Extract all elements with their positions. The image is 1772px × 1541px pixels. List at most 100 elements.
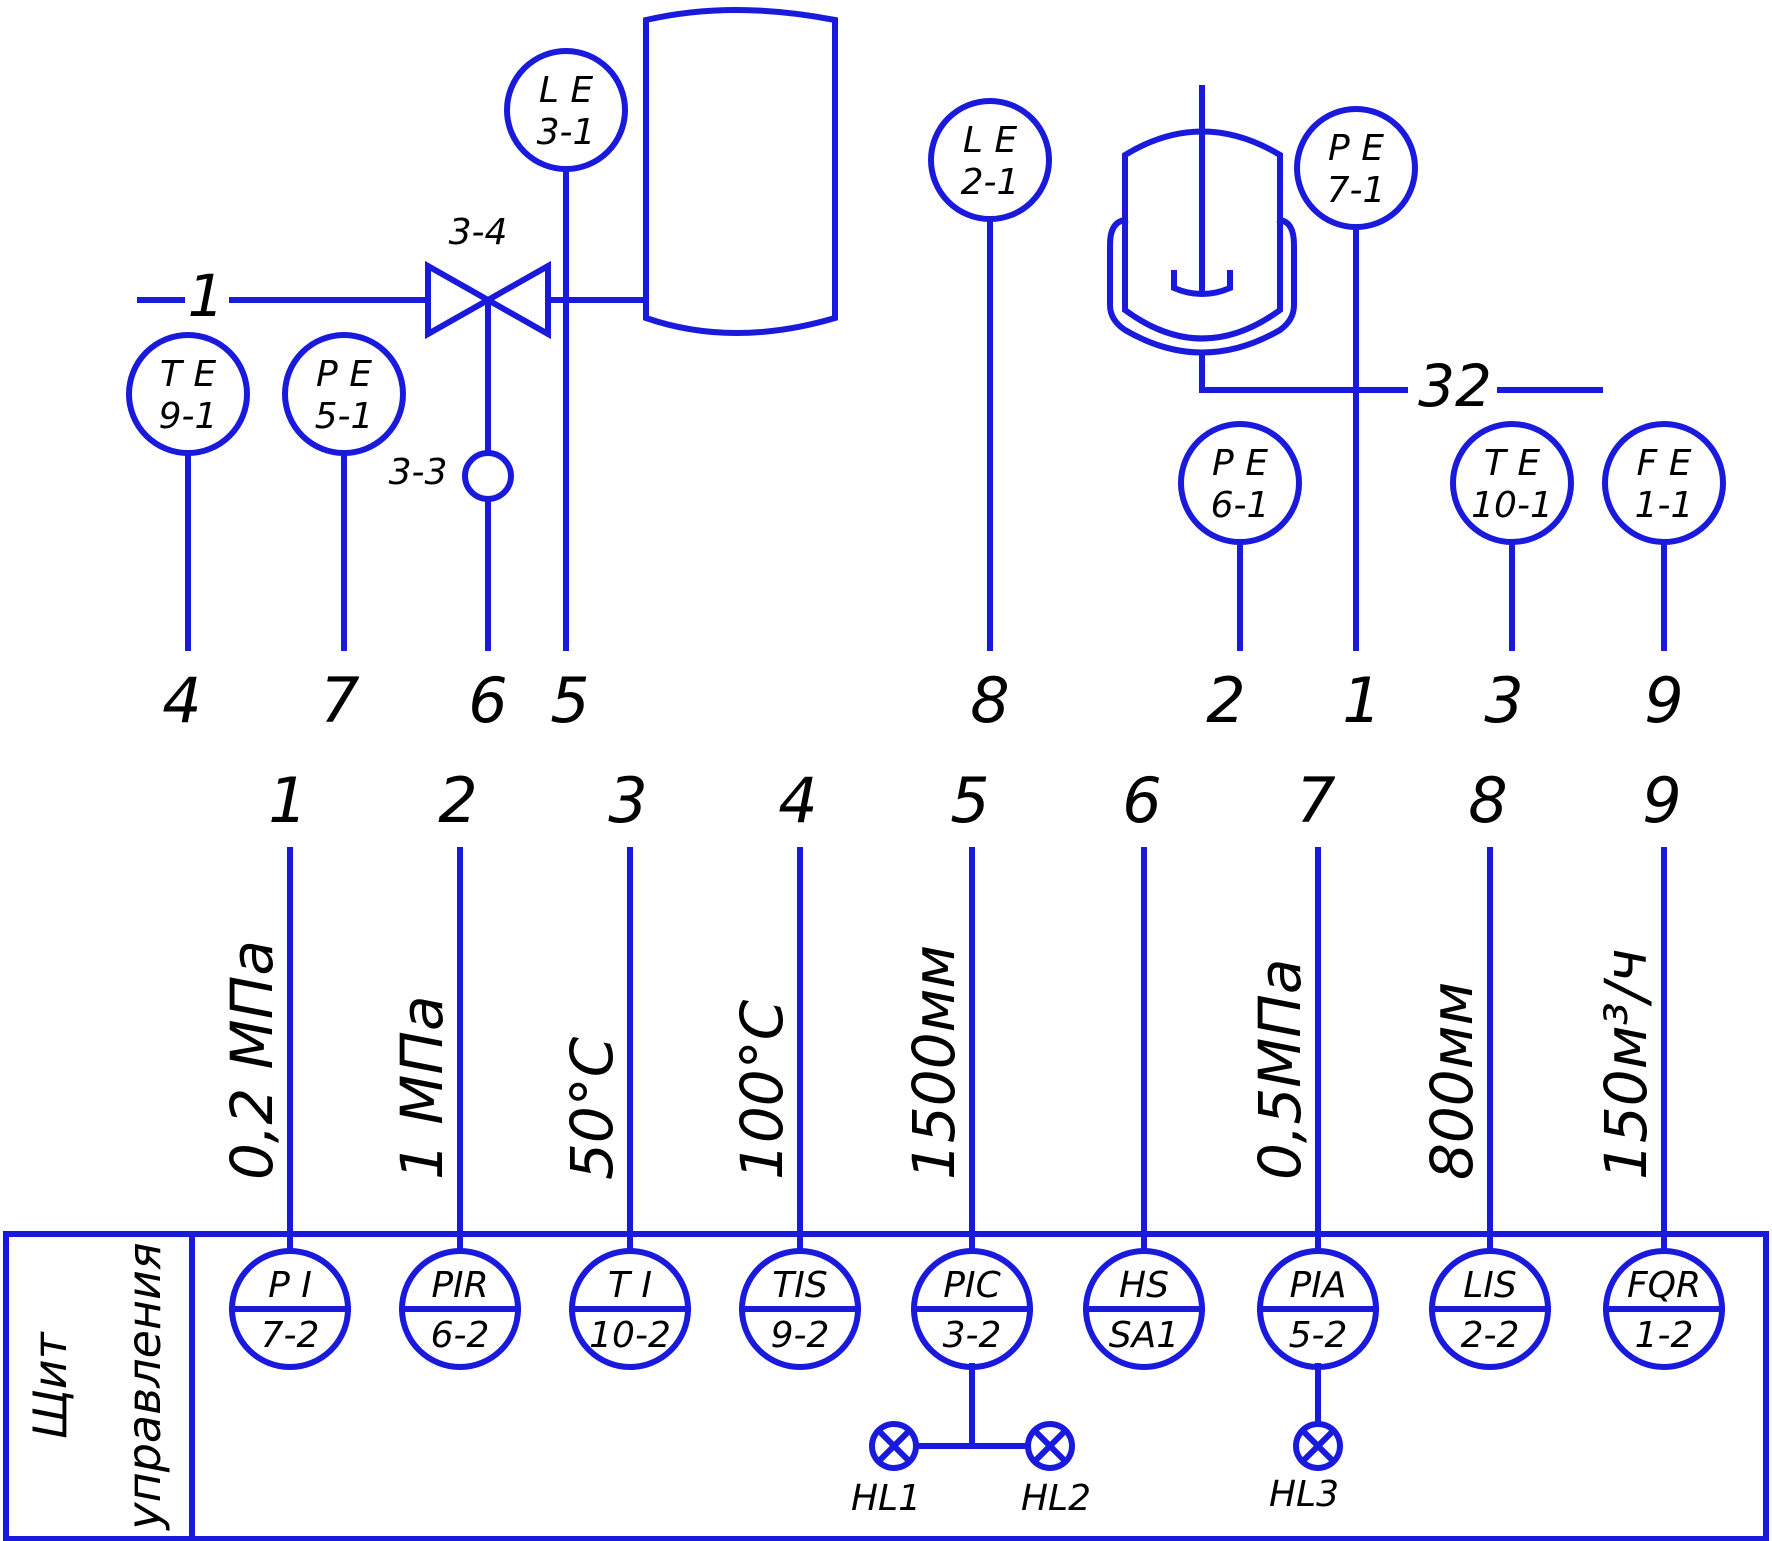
- channel-5: 5 1500мм: [900, 764, 990, 1253]
- channel-6: 6: [1122, 764, 1162, 1253]
- panel-tag-bottom: 3-2: [943, 1315, 1002, 1356]
- instrument-tag-top: P E: [316, 354, 372, 395]
- panel-instrument-tis: TIS 9-2: [739, 1248, 861, 1370]
- valve-cable-number: 6: [468, 664, 507, 737]
- panel-instrument-pi: P I 7-2: [229, 1248, 351, 1370]
- control-panel-frame: [3, 1231, 1769, 1541]
- field-instrument-pe-5-1: P E5-17: [282, 332, 406, 737]
- instrument-tag-bottom: 2-1: [961, 162, 1020, 203]
- field-instrument-te-9-1: T E9-14: [126, 332, 250, 737]
- channel-setpoint-value: 150м³/ч: [1592, 948, 1660, 1180]
- panel-tag-bottom: SA1: [1109, 1315, 1179, 1356]
- cable-number: 8: [970, 664, 1009, 737]
- instrument-tag-bottom: 5-1: [315, 396, 374, 437]
- channel-setpoint-value: 0,2 МПа: [218, 940, 286, 1180]
- field-instrument-fe-1-1: F E1-1 9: [1602, 421, 1726, 737]
- cable-number: 4: [162, 664, 201, 737]
- instrument-bubble: [928, 98, 1052, 222]
- panel-tag-bottom: 6-2: [431, 1315, 490, 1356]
- panel-tag-top: TIS: [772, 1265, 827, 1306]
- field-instrument-pe-6-1: P E6-1 2: [1178, 421, 1302, 737]
- control-valve: [425, 260, 551, 651]
- valve-label: 3-4: [449, 212, 508, 253]
- field-instrument-te-10-1: T E10-1 3: [1450, 421, 1574, 737]
- panel-tag-bottom: 5-2: [1289, 1315, 1348, 1356]
- storage-tank: [643, 7, 838, 336]
- panel-instrument-pir: PIR 6-2: [399, 1248, 521, 1370]
- cable-number: 9: [1644, 664, 1683, 737]
- panel-tag-top: PIR: [431, 1265, 488, 1306]
- reactor-vessel: [1107, 85, 1297, 356]
- instrument-tag-top: F E: [1637, 443, 1692, 484]
- instrument-tag-top: P E: [1212, 443, 1268, 484]
- channel-number: 8: [1468, 764, 1507, 837]
- instrument-tag-top: T E: [1484, 443, 1540, 484]
- channel-8: 8 800мм: [1418, 764, 1508, 1253]
- instrument-tag-bottom: 10-1: [1471, 485, 1553, 526]
- channel-setpoint-value: 800мм: [1418, 982, 1486, 1180]
- valve-actuator-label: 3-3: [389, 452, 448, 493]
- panel-tag-bottom: 1-2: [1635, 1315, 1694, 1356]
- instrument-tag-bottom: 7-1: [1327, 170, 1386, 211]
- channel-7: 70,5МПа: [1246, 764, 1336, 1253]
- channel-number: 6: [1122, 764, 1161, 837]
- channel-3: 3 50°C: [558, 764, 648, 1253]
- channel-setpoint-value: 1500мм: [900, 945, 968, 1180]
- instrument-tag-top: L E: [539, 70, 594, 111]
- channel-number: 3: [608, 764, 647, 837]
- channel-number: 4: [778, 764, 817, 837]
- cable-number: 5: [550, 664, 589, 737]
- instrument-bubble: [1178, 421, 1302, 545]
- channel-9: 9 150м³/ч: [1592, 764, 1682, 1253]
- cable-number: 3: [1484, 664, 1523, 737]
- panel-tag-bottom: 2-2: [1461, 1315, 1520, 1356]
- panel-tag-bottom: 10-2: [589, 1315, 671, 1356]
- panel-instrument-ti: T I10-2: [569, 1248, 691, 1370]
- channel-2: 2 1 МПа: [388, 764, 478, 1253]
- pipeline-label-left: 1: [188, 262, 225, 330]
- panel-instrument-hs: HS SA1: [1083, 1248, 1205, 1370]
- channel-number: 2: [438, 764, 477, 837]
- cable-number: 2: [1206, 664, 1245, 737]
- channel-leads: 1 0,2 МПа 2 1 МПа 3 50°C 4 100°C 5 1500мм 6 70,5МПа…: [218, 764, 1682, 1253]
- panel-instrument-fqr: FQR 1-2: [1603, 1248, 1725, 1370]
- instrument-bubble: [1294, 106, 1418, 230]
- lamp-label: HL3: [1269, 1474, 1339, 1515]
- channel-number: 9: [1642, 764, 1681, 837]
- field-instrument-pe-7-1: P E7-11: [1294, 106, 1418, 737]
- field-instrument-le-3-1: L E3-1 5: [504, 48, 628, 737]
- channel-number: 5: [950, 764, 989, 837]
- lamp-label: HL2: [1021, 1478, 1091, 1519]
- field-instrument-le-2-1: L E2-1 8: [928, 98, 1052, 737]
- signal-lamp-hl1: HL1: [851, 1421, 921, 1519]
- panel-title-line1: Щит: [23, 1331, 77, 1439]
- channel-number: 7: [1296, 764, 1335, 837]
- instrument-tag-bottom: 1-1: [1635, 485, 1694, 526]
- channel-number: 1: [268, 764, 307, 837]
- panel-tag-top: FQR: [1627, 1265, 1701, 1306]
- panel-tag-top: HS: [1119, 1265, 1169, 1306]
- instrument-bubble: [1450, 421, 1574, 545]
- panel-title-line2: управления: [117, 1242, 171, 1531]
- channel-4: 4 100°C: [728, 764, 818, 1253]
- instrument-bubble: [126, 332, 250, 456]
- instrument-tag-bottom: 6-1: [1211, 485, 1270, 526]
- panel-tag-bottom: 7-2: [261, 1315, 320, 1356]
- field-instruments: T E9-14P E5-17L E3-15L E2-18P E7-11P E6-…: [126, 48, 1726, 737]
- signal-lamp-hl3: HL3: [1269, 1421, 1343, 1515]
- instrument-tag-top: T E: [160, 354, 216, 395]
- signal-lamp-wiring: [913, 1363, 1321, 1449]
- panel-tag-top: LIS: [1463, 1265, 1517, 1306]
- channel-setpoint-value: 1 МПа: [388, 995, 456, 1180]
- channel-setpoint-value: 100°C: [728, 999, 796, 1180]
- panel-tag-top: P I: [268, 1265, 312, 1306]
- instrument-tag-top: L E: [963, 120, 1018, 161]
- instrument-tag-bottom: 3-1: [537, 112, 596, 153]
- panel-tag-bottom: 9-2: [771, 1315, 830, 1356]
- channel-setpoint-value: 50°C: [558, 1036, 626, 1180]
- instrument-bubble: [504, 48, 628, 172]
